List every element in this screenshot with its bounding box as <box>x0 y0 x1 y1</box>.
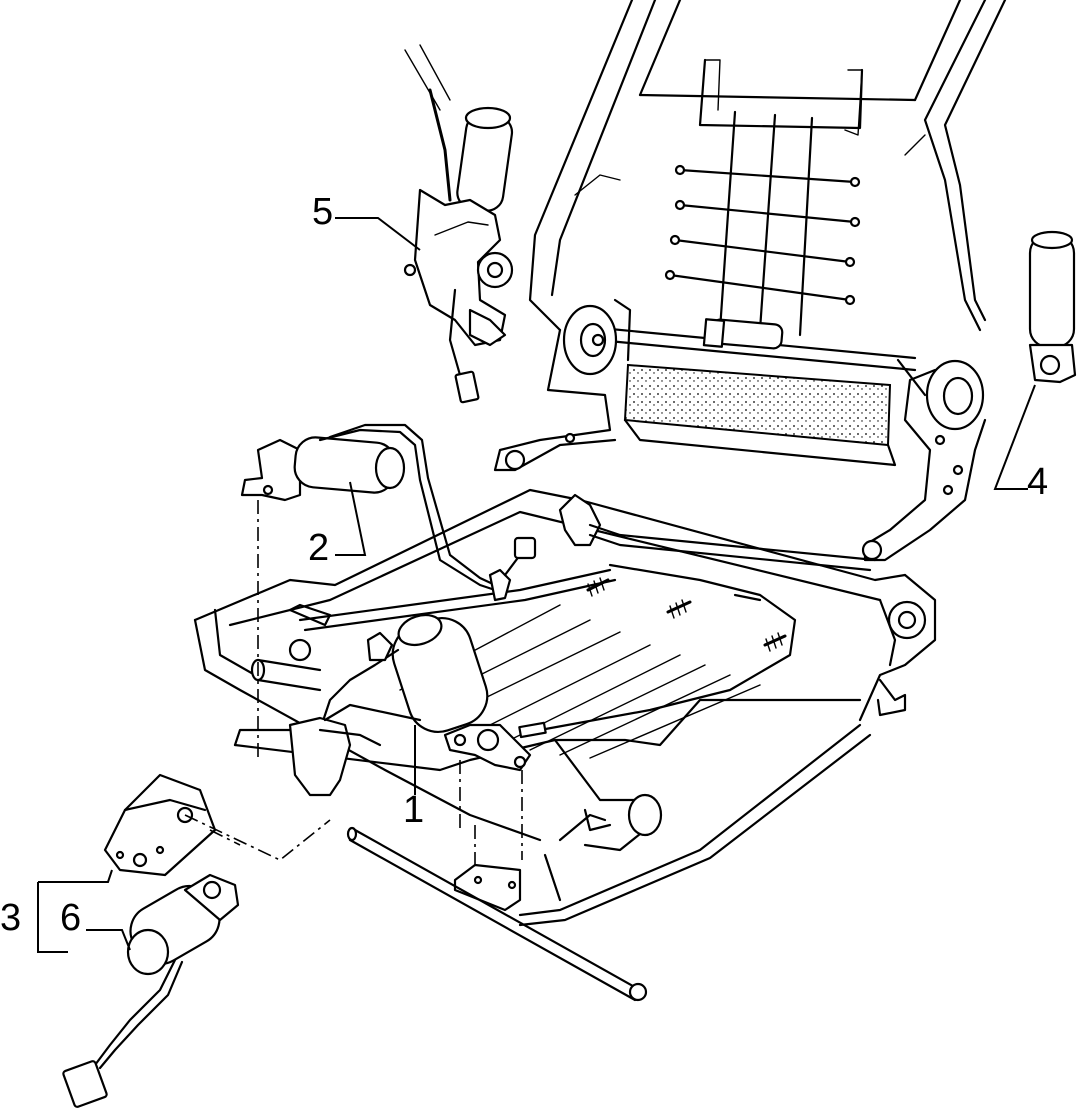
part-5-backrest-motor <box>403 44 514 404</box>
callout-3: 3 <box>0 897 21 939</box>
callout-leaders <box>37 217 1036 953</box>
callout-2: 2 <box>308 527 329 569</box>
part-1-fore-aft-motor <box>288 613 532 797</box>
callout-6: 6 <box>60 897 81 939</box>
callout-1: 1 <box>403 789 424 831</box>
part-2-height-motor <box>240 423 537 602</box>
assembly-centerlines <box>184 500 523 870</box>
seat-backrest-frame <box>493 0 1007 562</box>
part-3-gearbox <box>103 773 217 877</box>
callout-4: 4 <box>1027 461 1048 503</box>
callout-5: 5 <box>312 191 333 233</box>
part-4-recliner-motor <box>1028 230 1077 384</box>
part-6-tilt-motor <box>62 873 240 1108</box>
